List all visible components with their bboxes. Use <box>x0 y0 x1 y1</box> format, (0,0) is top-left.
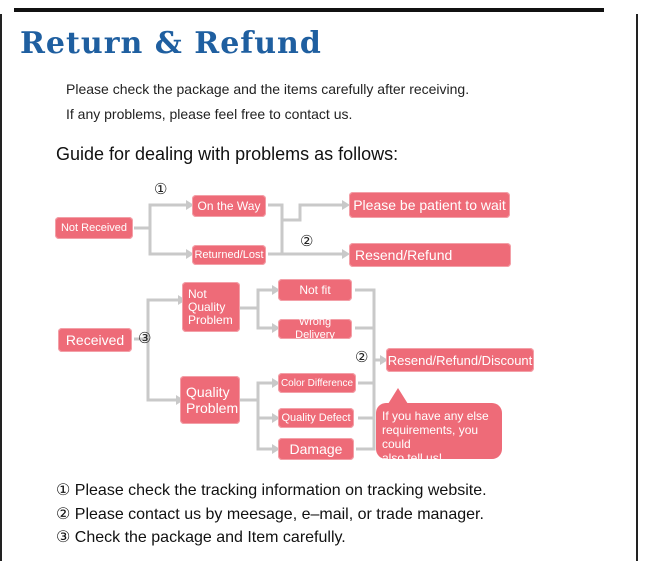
node-on-the-way: On the Way <box>192 195 266 217</box>
marker-2-bottom: ② <box>355 349 369 366</box>
top-border <box>14 8 604 12</box>
node-wrong-delivery: Wrong Delivery <box>278 316 352 341</box>
quality-line-2: Problem <box>186 400 239 416</box>
node-not-quality-problem: Not Quality Problem <box>182 282 240 332</box>
right-border <box>636 14 638 561</box>
node-received: Received <box>58 328 132 352</box>
not-quality-line-1: Not <box>188 286 207 301</box>
node-color-difference: Color Difference <box>278 373 356 393</box>
note-2: ② Please contact us by meesage, e–mail, … <box>56 506 484 523</box>
bubble-line-3: also tell us! <box>382 451 443 465</box>
guide-heading: Guide for dealing with problems as follo… <box>56 144 399 164</box>
intro-line-2: If any problems, please feel free to con… <box>66 106 353 122</box>
node-please-wait: Please be patient to wait <box>349 192 510 218</box>
bubble-tail <box>388 388 408 404</box>
left-border <box>0 14 2 561</box>
page-title: Return & Refund <box>20 26 322 61</box>
bubble-line-1: If you have any else <box>382 409 489 423</box>
node-not-received: Not Received <box>55 217 133 239</box>
quality-line-1: Quality <box>186 384 230 400</box>
marker-2-top: ② <box>300 233 314 250</box>
marker-3: ③ <box>138 330 152 347</box>
intro-line-1: Please check the package and the items c… <box>66 81 470 97</box>
node-resend-refund: Resend/Refund <box>349 243 511 267</box>
not-quality-line-3: Problem <box>188 312 233 327</box>
speech-bubble: If you have any else requirements, you c… <box>376 403 502 465</box>
marker-1: ① <box>154 181 168 198</box>
node-not-fit: Not fit <box>278 279 352 301</box>
node-resend-refund-discount: Resend/Refund/Discount <box>386 348 534 372</box>
node-returned-lost: Returned/Lost <box>192 245 266 265</box>
node-damage: Damage <box>278 438 354 460</box>
not-quality-line-2: Quality <box>188 299 226 314</box>
note-3: ③ Check the package and Item carefully. <box>56 529 346 546</box>
node-quality-defect: Quality Defect <box>278 408 354 428</box>
node-quality-problem: Quality Problem <box>180 376 240 424</box>
bubble-line-2: requirements, you could <box>382 423 479 451</box>
note-1: ① Please check the tracking information … <box>56 482 487 499</box>
